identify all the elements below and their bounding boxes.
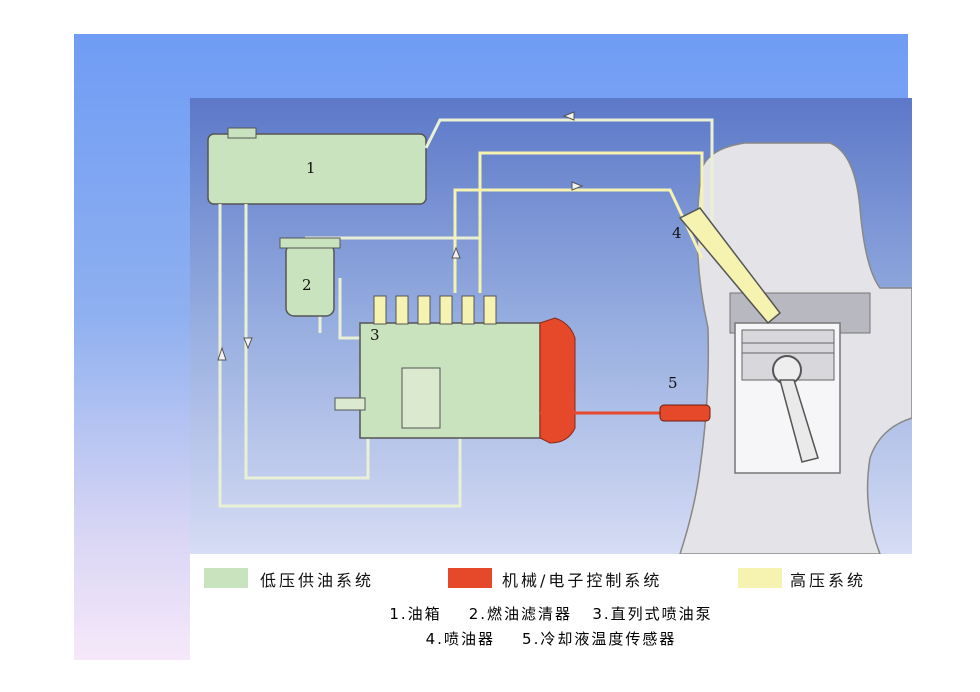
legend-swatch-high-pressure bbox=[738, 568, 782, 588]
legend-label-control: 机械/电子控制系统 bbox=[502, 571, 663, 590]
fuel-tank bbox=[207, 133, 427, 205]
legend-swatch-low-pressure bbox=[204, 568, 248, 588]
label-sensor: 5 bbox=[668, 374, 678, 392]
feed-pump bbox=[401, 367, 441, 429]
parts-list-line-1: 1.油箱 2.燃油滤清器 3.直列式喷油泵 bbox=[389, 605, 713, 623]
pump-shaft bbox=[334, 397, 366, 411]
filter-head bbox=[279, 237, 341, 249]
pump-governor bbox=[539, 317, 576, 444]
label-filter: 2 bbox=[302, 276, 312, 294]
fuel-injector bbox=[678, 207, 782, 325]
legend-label-low-pressure: 低压供油系统 bbox=[260, 571, 375, 590]
connecting-rod bbox=[779, 379, 819, 463]
temperature-sensor bbox=[659, 404, 711, 422]
parts-list-line-2: 4.喷油器 5.冷却液温度传感器 bbox=[425, 630, 677, 648]
fuel-system-diagram: 1 2 3 4 5 bbox=[190, 98, 912, 554]
injection-pump bbox=[359, 322, 541, 439]
label-tank: 1 bbox=[306, 159, 316, 177]
legend-swatch-control bbox=[448, 568, 492, 588]
diesel-fuel-system-figure: 1 2 3 4 5 低压供油系统 机械/电子控制系统 高压系统 1.油箱 2.燃… bbox=[190, 98, 912, 660]
tank-cap bbox=[227, 127, 257, 139]
slide-background: 1 2 3 4 5 低压供油系统 机械/电子控制系统 高压系统 1.油箱 2.燃… bbox=[74, 34, 912, 660]
label-pump: 3 bbox=[370, 326, 380, 344]
legend-label-high-pressure: 高压系统 bbox=[790, 571, 867, 590]
flow-arrows bbox=[217, 111, 584, 361]
legend: 低压供油系统 机械/电子控制系统 高压系统 bbox=[190, 564, 912, 592]
pump-outlets bbox=[373, 295, 497, 325]
label-injector: 4 bbox=[672, 224, 682, 242]
